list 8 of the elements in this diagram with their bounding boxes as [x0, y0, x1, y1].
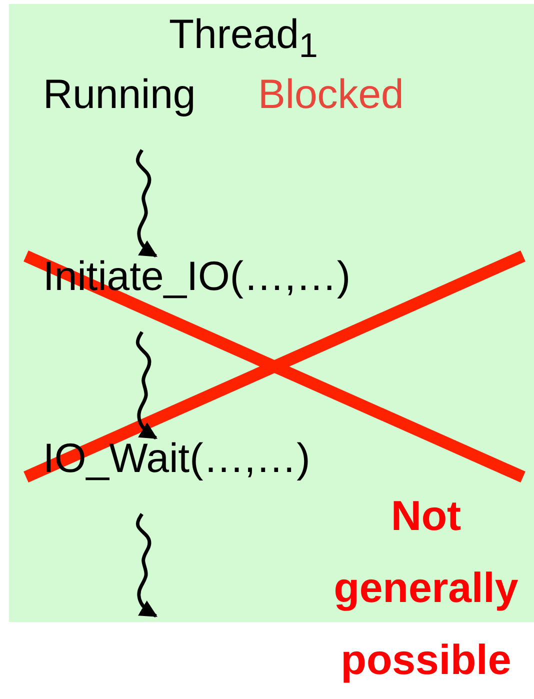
- thread-title: Thread$_{1}$: [169, 12, 318, 66]
- warning-note: Not generally possible: [332, 491, 520, 685]
- code-statement: Running: [43, 70, 195, 118]
- state-label: Blocked: [258, 70, 404, 118]
- squiggle-arrow: [136, 331, 158, 440]
- squiggle-arrow: [136, 149, 158, 258]
- squiggle-arrow: [136, 513, 158, 618]
- thread-panel: [9, 4, 534, 622]
